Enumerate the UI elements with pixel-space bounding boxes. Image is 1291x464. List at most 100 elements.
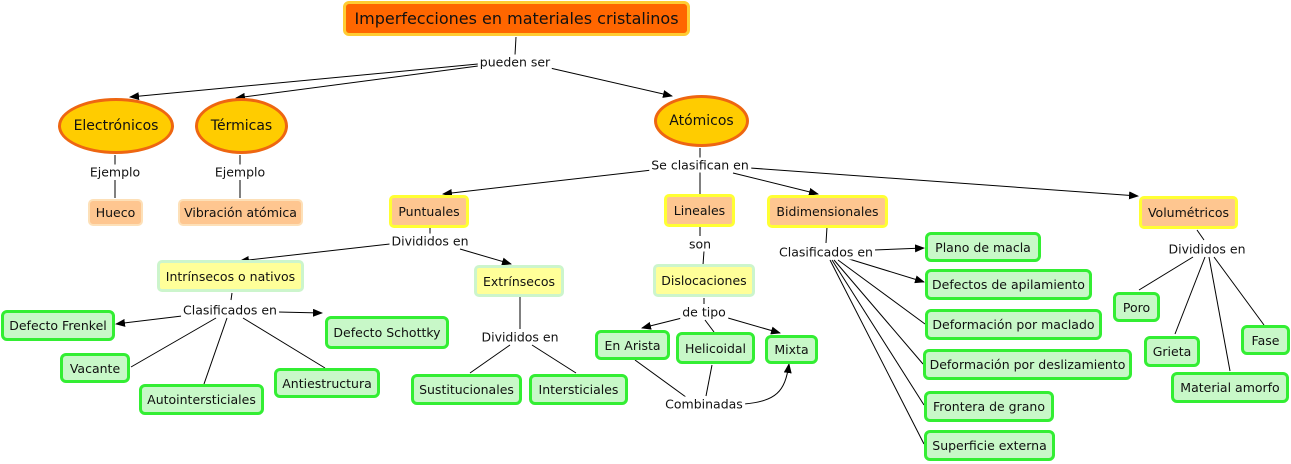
concept-deformacion-por-deslizamiento[interactable]: Deformación por deslizamiento — [923, 349, 1132, 380]
link-line — [837, 259, 926, 325]
concept-electronicos[interactable]: Electrónicos — [58, 98, 174, 154]
concept-antiestructura[interactable]: Antiestructura — [274, 368, 380, 398]
link-arrow — [727, 317, 781, 335]
link-line — [702, 250, 705, 266]
concept-label: Helicoidal — [684, 340, 747, 356]
concept-dislocaciones[interactable]: Dislocaciones — [653, 264, 755, 297]
link-line — [531, 344, 577, 374]
concept-label: Mixta — [774, 342, 809, 357]
concept-material-amorfo[interactable]: Material amorfo — [1171, 372, 1289, 403]
concept-vibracion-atomica[interactable]: Vibración atómica — [178, 199, 303, 226]
link-arrow — [459, 248, 512, 266]
concept-puntuales[interactable]: Puntuales — [389, 195, 469, 228]
concept-label: Material amorfo — [1180, 380, 1280, 395]
link-label-se-clasifican-en: Se clasifican en — [649, 157, 751, 173]
concept-label: Grieta — [1152, 344, 1192, 359]
link-label-clasificados-en: Clasificados en — [181, 302, 279, 318]
link-line — [704, 319, 715, 333]
root-concept[interactable]: Imperfecciones en materiales cristalinos — [343, 1, 690, 36]
concept-frontera-de-grano[interactable]: Frontera de grano — [924, 391, 1054, 422]
concept-plano-de-macla[interactable]: Plano de macla — [925, 232, 1041, 262]
concept-label: Defecto Frenkel — [9, 318, 107, 333]
concept-label: Hueco — [95, 205, 136, 220]
concept-vacante[interactable]: Vacante — [60, 353, 130, 383]
concept-lineales[interactable]: Lineales — [664, 194, 735, 227]
concept-hueco[interactable]: Hueco — [88, 199, 143, 226]
link-line — [203, 317, 228, 385]
concept-poro[interactable]: Poro — [1113, 292, 1160, 322]
concept-label: Autointersticiales — [147, 392, 256, 407]
link-label-divididos-en: Divididos en — [1166, 241, 1248, 257]
concept-defecto-frenkel[interactable]: Defecto Frenkel — [1, 310, 115, 341]
concept-label: Antiestructura — [282, 375, 372, 391]
link-arrow — [277, 308, 323, 317]
link-line — [242, 317, 326, 369]
link-arrow — [549, 67, 673, 98]
concept-en-arista[interactable]: En Arista — [595, 330, 670, 360]
concept-termicas[interactable]: Térmicas — [195, 98, 288, 154]
concept-sustitucionales[interactable]: Sustitucionales — [411, 374, 522, 405]
link-line — [833, 259, 924, 365]
link-line — [1208, 256, 1231, 372]
link-line — [230, 292, 233, 301]
link-label-de-tipo: de tipo — [680, 304, 728, 320]
concept-volumetricos[interactable]: Volumétricos — [1139, 196, 1238, 229]
link-line — [130, 317, 217, 368]
concept-atomicos[interactable]: Atómicos — [654, 95, 749, 147]
concept-grieta[interactable]: Grieta — [1144, 336, 1200, 367]
concept-defecto-schottky[interactable]: Defecto Schottky — [325, 316, 449, 349]
concept-label: Superficie externa — [932, 438, 1047, 453]
link-label-pueden-ser: pueden ser — [477, 54, 553, 70]
link-label-combinadas: Combinadas — [663, 396, 745, 412]
link-line — [469, 344, 511, 374]
link-arrow — [743, 363, 792, 405]
concept-bidimensionales[interactable]: Bidimensionales — [767, 195, 888, 228]
link-line — [1196, 229, 1205, 241]
concept-label: Deformación por maclado — [932, 317, 1095, 332]
concept-superficie-externa[interactable]: Superficie externa — [924, 430, 1055, 461]
link-arrow — [749, 167, 1139, 200]
concept-label: Deformación por deslizamiento — [929, 357, 1126, 372]
concept-label: Intrínsecos o nativos — [165, 268, 296, 284]
concept-label: Electrónicos — [73, 118, 159, 134]
link-arrow — [732, 172, 819, 196]
concept-label: Defectos de apilamiento — [932, 277, 1085, 292]
concept-label: Frontera de grano — [933, 399, 1045, 414]
link-line — [829, 259, 925, 445]
concept-label: Sustitucionales — [419, 382, 514, 397]
concept-label: Fase — [1251, 332, 1280, 348]
concept-label: Poro — [1122, 299, 1151, 315]
concept-extrinsecos[interactable]: Extrínsecos — [474, 265, 564, 297]
concept-label: Plano de macla — [935, 239, 1031, 255]
link-arrow — [873, 244, 925, 253]
concept-label: Bidimensionales — [776, 204, 879, 219]
link-line — [831, 259, 925, 406]
link-label-son: son — [686, 236, 714, 252]
concept-intersticiales[interactable]: Intersticiales — [529, 374, 628, 405]
link-line — [634, 359, 691, 401]
link-line — [1174, 256, 1206, 335]
link-arrow — [239, 243, 391, 264]
link-label-ejemplo: Ejemplo — [212, 164, 268, 180]
concept-label: Vacante — [69, 360, 121, 376]
link-label-divididos-en: Divididos en — [389, 233, 471, 249]
link-line — [514, 36, 517, 56]
link-arrow — [848, 258, 925, 284]
concept-defectos-de-apilamiento[interactable]: Defectos de apilamiento — [925, 269, 1092, 300]
concept-autointersticiales[interactable]: Autointersticiales — [139, 384, 264, 415]
concept-helicoidal[interactable]: Helicoidal — [676, 332, 755, 364]
concept-label: Atómicos — [669, 113, 734, 129]
concept-fase[interactable]: Fase — [1241, 325, 1290, 355]
concept-mixta[interactable]: Mixta — [765, 335, 818, 364]
concept-deformacion-por-maclado[interactable]: Deformación por maclado — [925, 309, 1102, 340]
link-arrow — [129, 63, 479, 101]
concept-label: En Arista — [604, 337, 661, 353]
link-label-divididos-en: Divididos en — [479, 329, 561, 345]
concept-intrinsecos[interactable]: Intrínsecos o nativos — [157, 260, 304, 292]
link-arrow — [115, 315, 183, 327]
concept-label: Puntuales — [398, 204, 460, 219]
link-line — [825, 226, 828, 244]
link-arrow — [442, 169, 653, 197]
link-arrow — [235, 65, 479, 101]
